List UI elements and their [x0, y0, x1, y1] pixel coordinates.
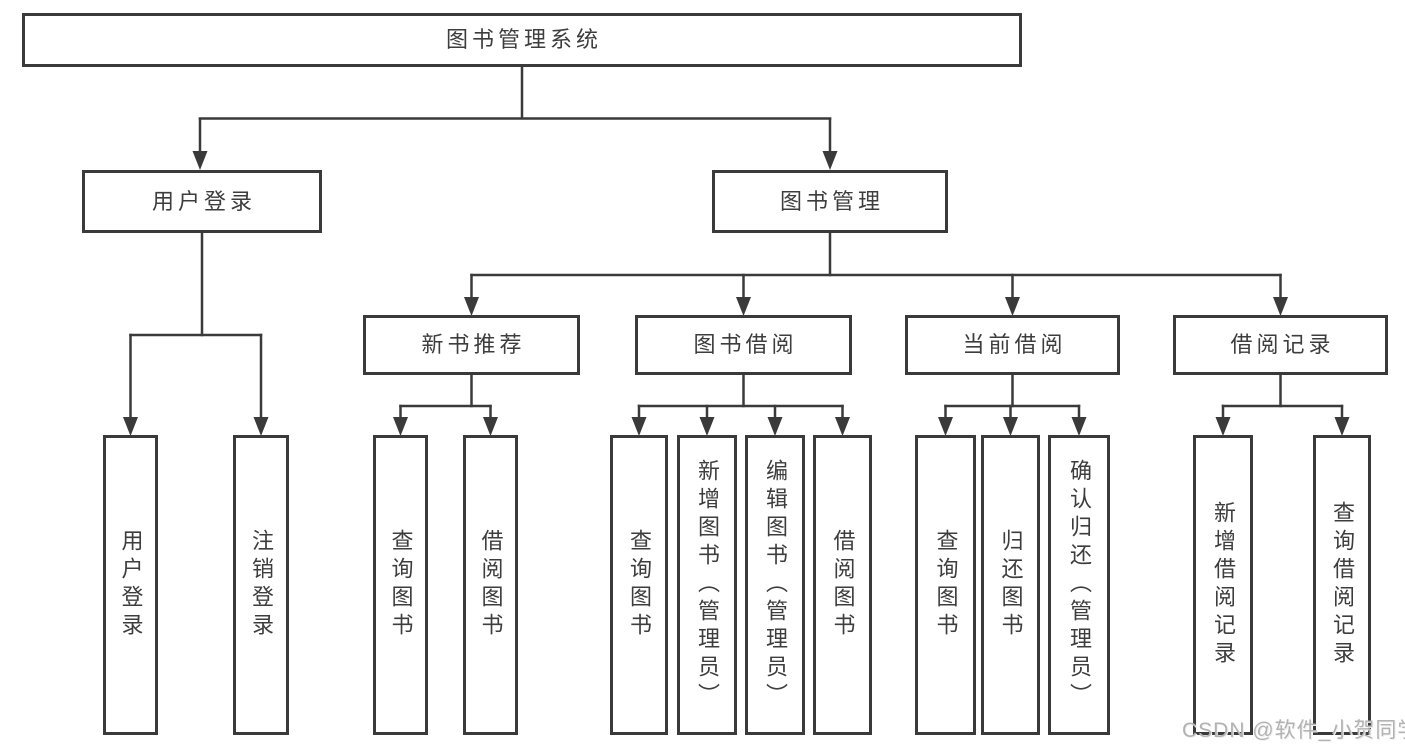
leaf-label: 注销登录	[249, 529, 274, 641]
arrowheads	[123, 151, 1350, 436]
leaf-borrowing-search: 查询图书	[610, 435, 668, 735]
node-book-management: 图书管理	[712, 170, 948, 233]
node-label: 图书借阅	[693, 332, 798, 357]
leaf-label: 用户登录	[118, 529, 144, 641]
leaf-borrowing-borrow: 借阅图书	[813, 435, 872, 735]
leaf-label: 借阅图书	[830, 529, 856, 641]
node-book-borrowing: 图书借阅	[635, 315, 852, 375]
node-current-borrowing: 当前借阅	[905, 315, 1120, 375]
leaf-logout: 注销登录	[233, 435, 289, 735]
leaf-label: 查询图书	[933, 529, 959, 641]
leaf-records-search: 查询借阅记录	[1313, 435, 1371, 735]
node-label: 当前借阅	[962, 332, 1067, 357]
leaf-current-return: 归还图书	[981, 435, 1040, 735]
leaf-label: 归还图书	[998, 529, 1024, 641]
tree-edges	[129, 67, 1344, 419]
leaf-label: 借阅图书	[478, 529, 504, 641]
leaf-current-search: 查询图书	[915, 435, 976, 735]
csdn-watermark: CSDN @软件_小贺同学	[1182, 719, 1405, 742]
node-new-book-recommendation: 新书推荐	[363, 315, 580, 375]
node-label: 图书管理系统	[445, 27, 602, 52]
leaf-label: 新增图书（管理员）	[695, 459, 720, 711]
node-library-management-system: 图书管理系统	[22, 13, 1022, 67]
node-label: 图书管理	[779, 188, 884, 214]
leaf-borrowing-add-admin: 新增图书（管理员）	[677, 435, 737, 735]
leaf-records-add: 新增借阅记录	[1193, 435, 1253, 735]
node-user-login: 用户登录	[82, 170, 322, 233]
leaf-new-books-search: 查询图书	[373, 435, 428, 735]
leaf-label: 查询图书	[627, 529, 652, 641]
node-label: 新书推荐	[421, 332, 526, 357]
leaf-label: 编辑图书（管理员）	[763, 459, 788, 711]
node-label: 用户登录	[151, 188, 256, 214]
leaf-new-books-borrow: 借阅图书	[463, 435, 518, 735]
leaf-label: 查询借阅记录	[1330, 501, 1355, 669]
leaf-user-login: 用户登录	[103, 435, 158, 735]
leaf-borrowing-edit-admin: 编辑图书（管理员）	[745, 435, 805, 735]
node-borrowing-records: 借阅记录	[1173, 315, 1388, 375]
leaf-label: 确认归还（管理员）	[1067, 459, 1092, 711]
leaf-label: 新增借阅记录	[1211, 501, 1236, 669]
node-label: 借阅记录	[1230, 332, 1335, 357]
leaf-label: 查询图书	[388, 529, 414, 641]
leaf-current-confirm-return-admin: 确认归还（管理员）	[1048, 435, 1110, 735]
